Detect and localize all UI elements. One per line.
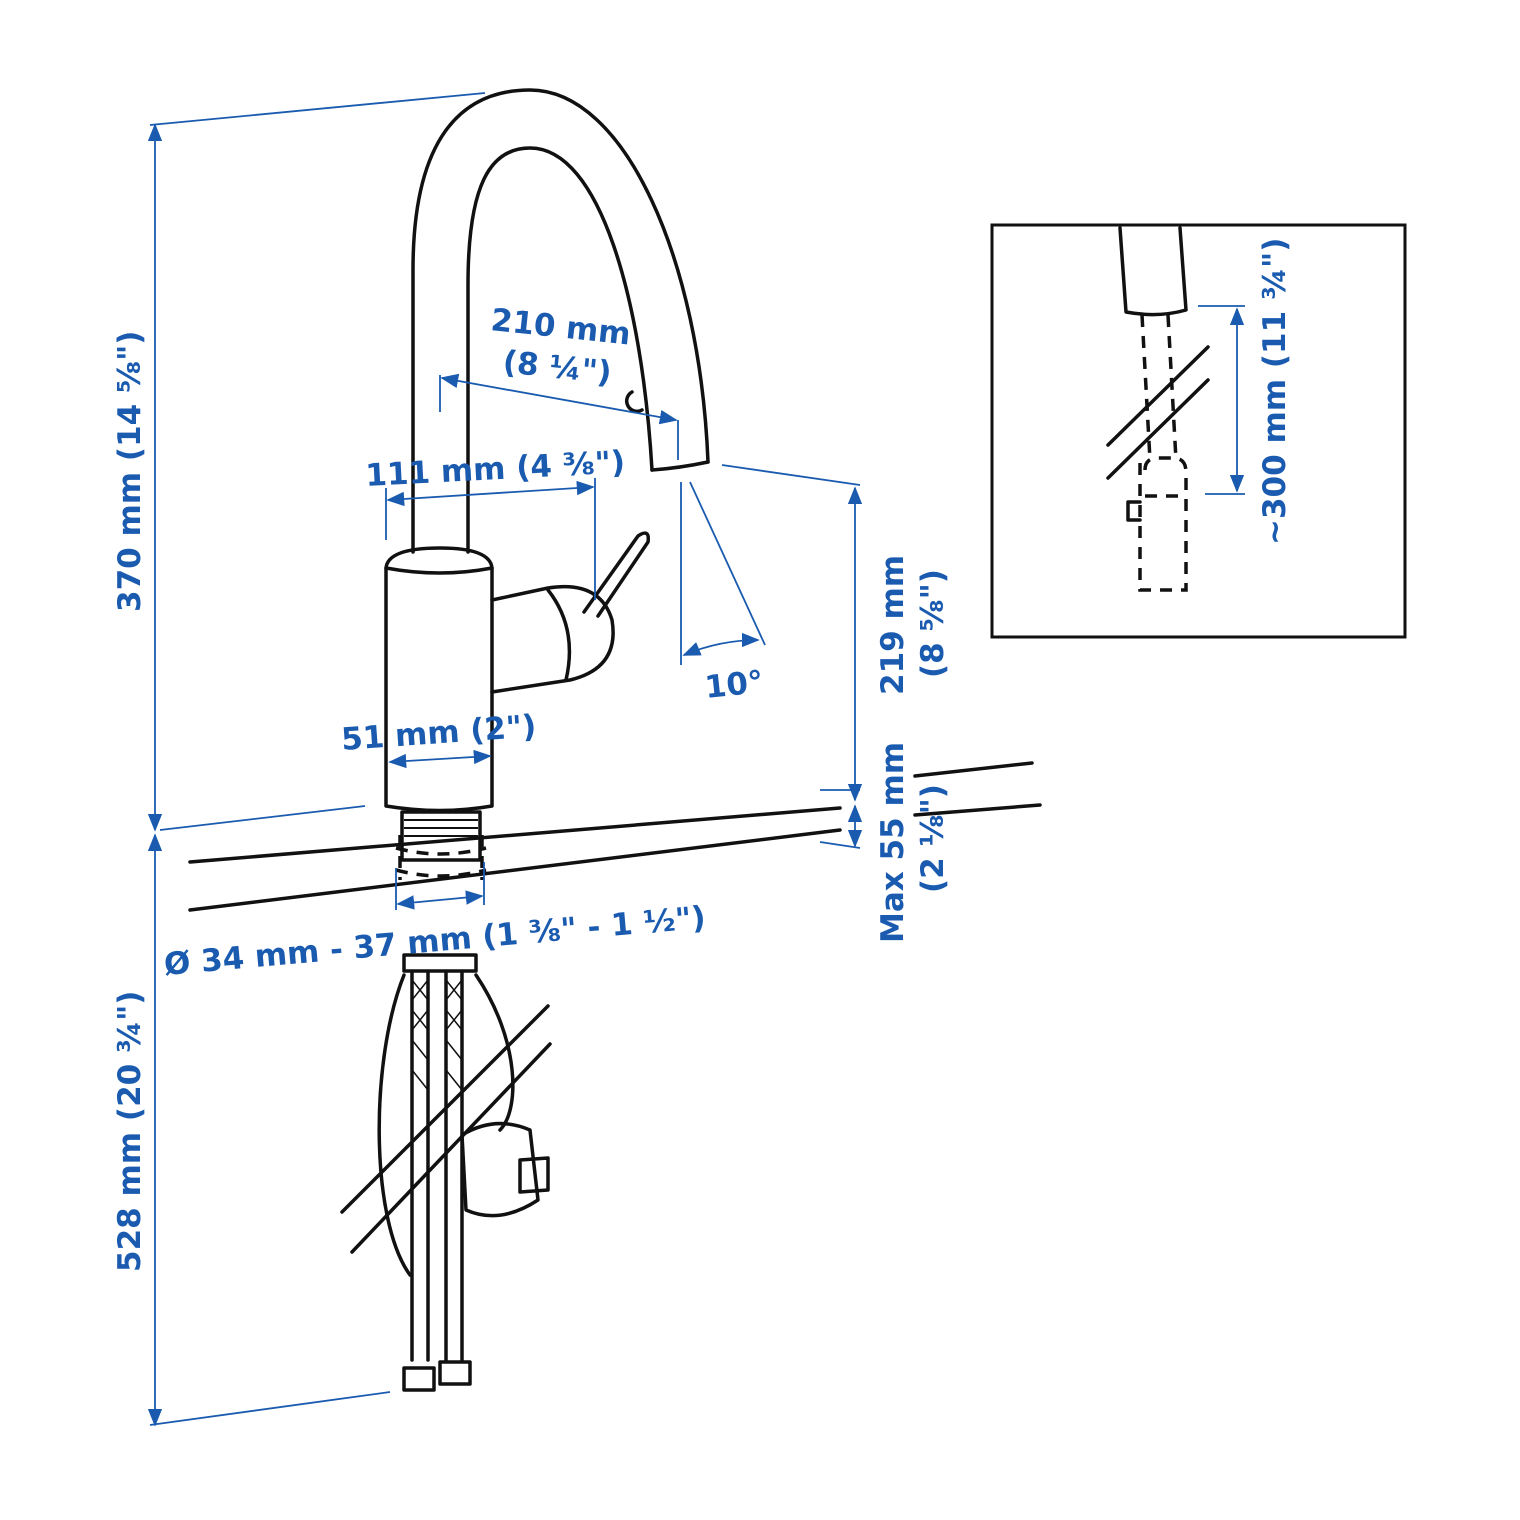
spout-height-in-label: (8 ⅝") [915, 569, 951, 678]
reach-in-label: (8 ¼") [501, 344, 613, 391]
spout-height-mm-label: 219 mm [875, 555, 911, 695]
dimension-lines [147, 92, 863, 1427]
base-diameter-label: 51 mm (2") [340, 708, 537, 758]
faucet-drawing [188, 88, 1042, 1392]
supply-hoses [340, 953, 552, 1392]
below-deck-label: 528 mm (20 ¾") [112, 991, 148, 1272]
total-height-label: 370 mm (14 ⅝") [112, 331, 148, 612]
swivel-angle-label: 10° [703, 664, 765, 706]
pullout-detail-inset: ~300 mm (11 ¾") [990, 223, 1407, 639]
pullout-length-label: ~300 mm (11 ¾") [1257, 238, 1293, 545]
deck-thickness-mm-label: Max 55 mm [875, 742, 911, 943]
deck-thickness-in-label: (2 ⅛") [915, 784, 951, 893]
threaded-shank [395, 810, 487, 880]
